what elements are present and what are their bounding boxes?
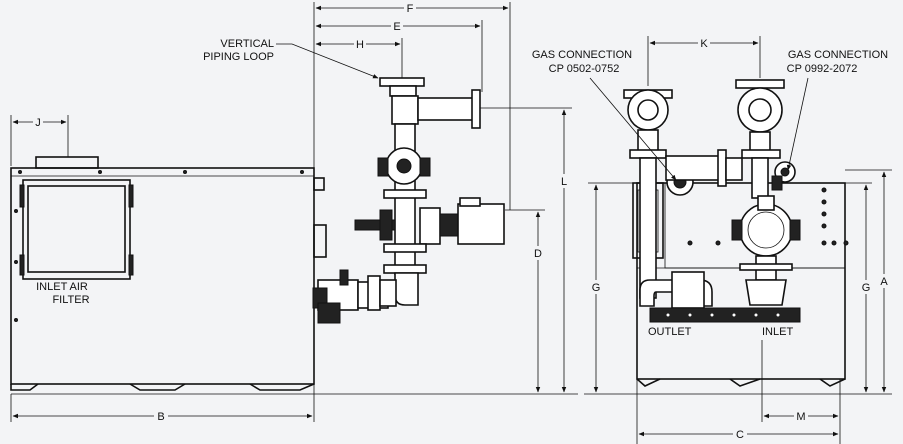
inlet-label: INLET xyxy=(762,326,793,338)
dimension-d xyxy=(505,209,545,393)
dimension-a xyxy=(845,169,892,393)
dimension-h xyxy=(315,37,403,78)
dimension-g-left xyxy=(588,182,637,393)
dimension-f xyxy=(313,1,511,210)
dimension-l-label: L xyxy=(561,176,567,188)
dimension-m-label: M xyxy=(796,411,805,423)
dimension-b-label: B xyxy=(157,411,164,423)
dimension-e-label: E xyxy=(393,21,400,33)
dimension-j xyxy=(10,115,69,166)
dimension-f-label: F xyxy=(407,3,414,15)
front-gas-header xyxy=(665,149,743,187)
outlet-label: OUTLET xyxy=(648,326,692,338)
vertical-piping-loop-leader xyxy=(276,43,379,79)
gas-connection-left-label-line1: GAS CONNECTION xyxy=(532,49,632,61)
gas-connection-left-label-line2: CP 0502-0752 xyxy=(549,63,620,75)
front-gas-riser-right xyxy=(735,79,796,199)
vertical-piping-loop xyxy=(354,77,505,311)
gas-connection-right-label-line1: GAS CONNECTION xyxy=(788,49,888,61)
dimension-m xyxy=(761,340,841,444)
gas-connection-left-leader xyxy=(589,77,677,181)
gas-connection-right-label-line2: CP 0992-2072 xyxy=(787,63,858,75)
side-gas-valve-assembly xyxy=(312,269,389,324)
vertical-piping-loop-label-line1: VERTICAL xyxy=(220,38,274,50)
dimension-j-label: J xyxy=(35,117,41,129)
dimension-c-label: C xyxy=(736,429,744,441)
dimension-g-right-label: G xyxy=(862,282,871,294)
dimension-k xyxy=(647,36,761,86)
dimension-b xyxy=(10,384,315,423)
dimension-a-label: A xyxy=(880,276,888,288)
vertical-piping-loop-label-line2: PIPING LOOP xyxy=(203,51,274,63)
dimension-h-label: H xyxy=(356,39,364,51)
dimension-g-left-label: G xyxy=(592,282,601,294)
dimension-e xyxy=(315,19,483,92)
front-view-cabinet xyxy=(632,182,849,387)
front-outlet-inlet-assembly xyxy=(639,271,801,323)
front-central-valve xyxy=(731,195,801,306)
gas-connection-right-leader xyxy=(786,77,809,171)
dimension-l xyxy=(480,107,572,393)
front-gas-riser-left xyxy=(623,89,694,299)
inlet-air-filter-label-line2: FILTER xyxy=(52,294,89,306)
side-view-cabinet xyxy=(10,156,327,391)
inlet-air-filter xyxy=(19,179,134,280)
dimension-c xyxy=(636,379,839,444)
inlet-air-filter-label-line1: INLET AIR xyxy=(36,281,88,293)
dimension-g-right xyxy=(845,182,873,393)
dimension-k-label: K xyxy=(700,38,708,50)
dimension-d-label: D xyxy=(534,248,542,260)
